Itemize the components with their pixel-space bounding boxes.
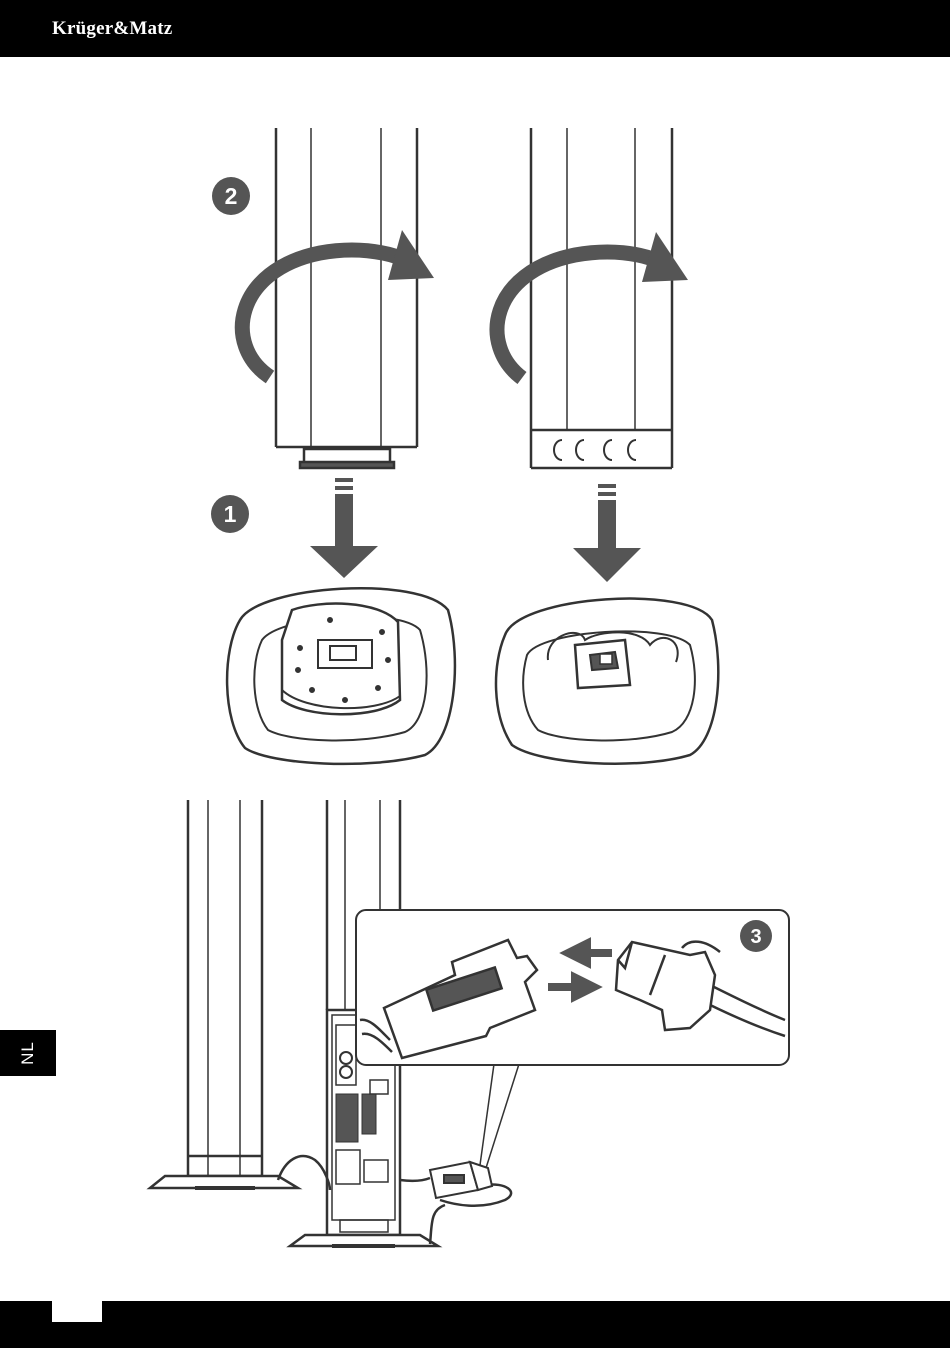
down-arrow-left — [310, 478, 378, 578]
step-3-badge: 3 — [740, 920, 772, 952]
right-speaker-column — [531, 128, 672, 468]
step-2-badge: 2 — [212, 177, 250, 215]
cable-connector-small — [430, 1162, 492, 1198]
step-2-number: 2 — [225, 183, 238, 209]
step-1-number: 1 — [224, 501, 237, 527]
down-arrow-right — [573, 484, 641, 582]
callout-pointer — [480, 1064, 519, 1168]
left-speaker-column — [276, 128, 417, 468]
step-3-number: 3 — [750, 926, 761, 948]
left-base-plate — [227, 588, 455, 764]
connector-detail-callout: 3 — [356, 910, 789, 1065]
rotate-arrow-left — [242, 230, 434, 377]
rotate-arrow-right — [497, 232, 688, 378]
right-base-plate — [496, 599, 718, 764]
page-number-box — [52, 1301, 102, 1322]
step-1-badge: 1 — [211, 495, 249, 533]
left-tall-speaker — [150, 800, 298, 1188]
footer-bar — [0, 1301, 950, 1348]
